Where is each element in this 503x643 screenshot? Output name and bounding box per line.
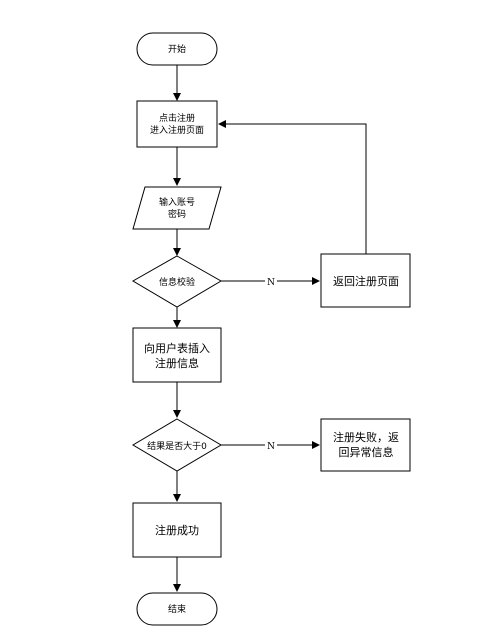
node-register-fail-line-1: 注册失败，返 — [333, 430, 399, 444]
node-end: 结束 — [136, 592, 218, 626]
node-click-register-line-2: 进入注册页面 — [150, 124, 204, 136]
node-return-register-label: 返回注册页面 — [333, 274, 399, 288]
node-input-account-line-2: 密码 — [168, 208, 186, 220]
node-info-check-label: 信息校验 — [159, 276, 195, 288]
node-insert-user-line-1: 向用户表插入 — [144, 341, 210, 355]
node-click-register: 点击注册 进入注册页面 — [136, 100, 218, 148]
node-insert-user: 向用户表插入 注册信息 — [132, 327, 222, 383]
node-register-success: 注册成功 — [132, 502, 222, 558]
node-result-check-label: 结果是否大于0 — [147, 440, 207, 452]
flowchart-edges — [173, 65, 367, 592]
edge-return-register-to-click-register — [218, 120, 367, 254]
node-register-fail: 注册失败，返 回异常信息 — [320, 418, 411, 472]
node-start: 开始 — [136, 32, 218, 66]
node-register-success-label: 注册成功 — [155, 523, 199, 537]
node-start-label: 开始 — [168, 43, 186, 55]
node-return-register: 返回注册页面 — [320, 253, 411, 308]
node-click-register-line-1: 点击注册 — [159, 112, 195, 124]
node-end-label: 结束 — [168, 603, 186, 615]
node-result-check: 结果是否大于0 — [132, 418, 222, 472]
edge-labels: N N — [265, 275, 277, 452]
node-insert-user-line-2: 注册信息 — [155, 356, 199, 370]
node-input-account: 输入账号 密码 — [132, 186, 222, 230]
edge-label-result-check-no: N — [267, 442, 275, 452]
node-register-fail-line-2: 回异常信息 — [339, 445, 394, 459]
node-input-account-line-1: 输入账号 — [159, 196, 195, 208]
edge-label-info-check-no: N — [267, 278, 275, 288]
node-info-check: 信息校验 — [132, 255, 222, 308]
